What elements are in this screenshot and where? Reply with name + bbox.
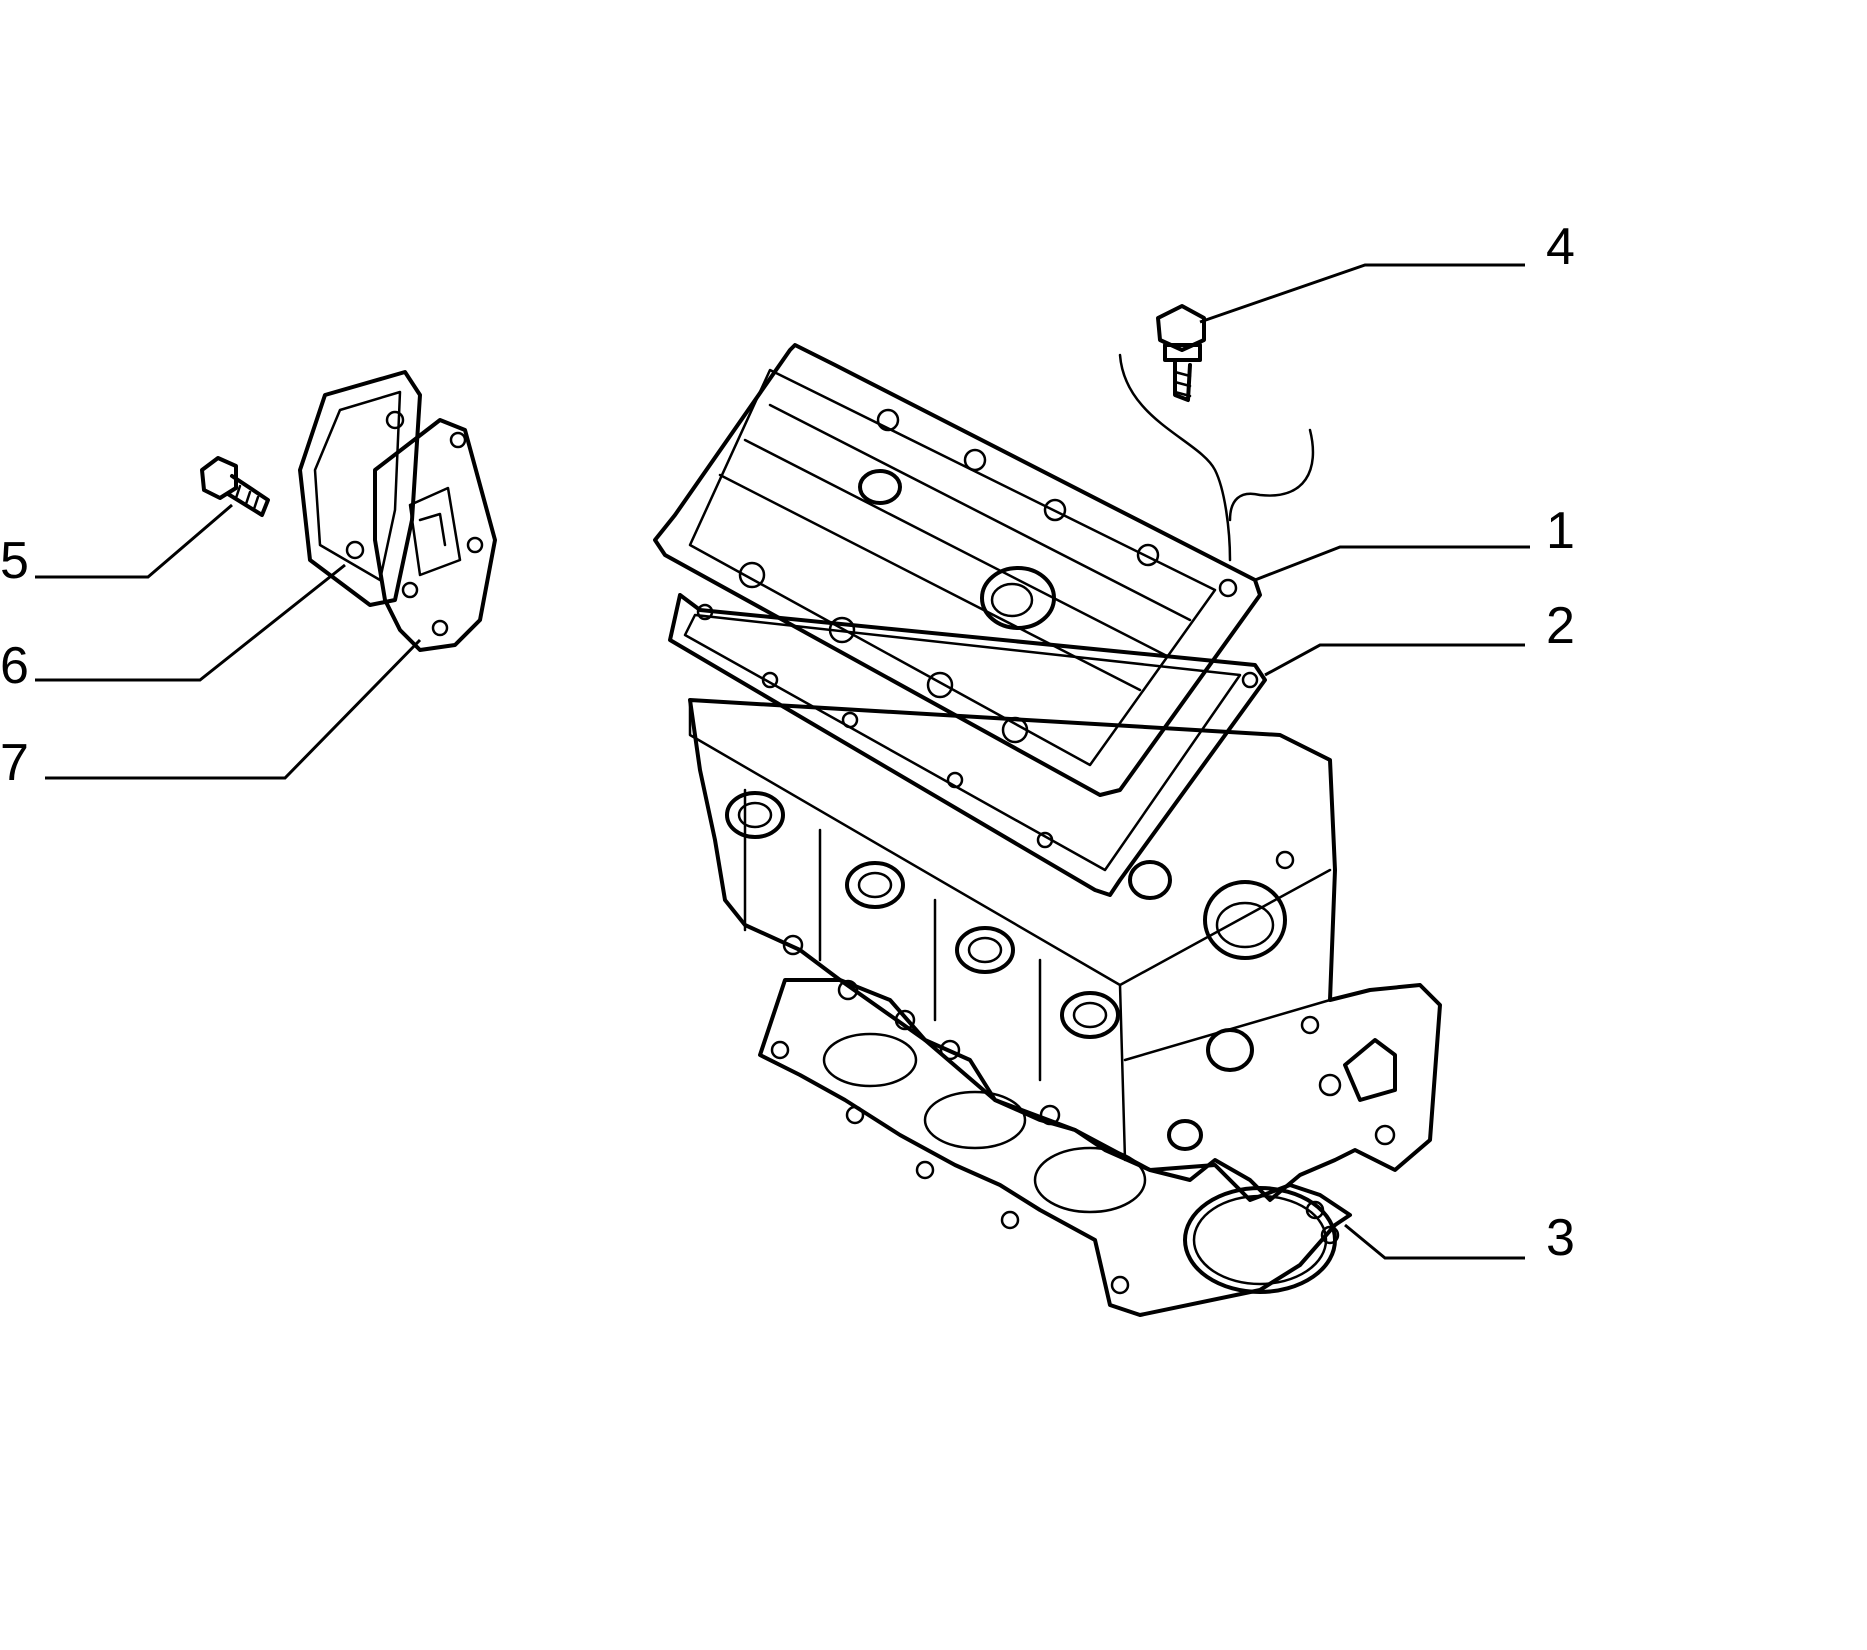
leader-1 — [1254, 545, 1530, 582]
leader-6 — [35, 563, 346, 682]
leader-7 — [45, 638, 422, 780]
callout-2: 2 — [1546, 597, 1575, 655]
cylinder-head — [688, 698, 1442, 1202]
callout-6: 6 — [0, 637, 29, 695]
callout-4: 4 — [1546, 218, 1575, 276]
leader-5 — [35, 503, 233, 579]
callout-1: 1 — [1546, 502, 1575, 560]
callout-5: 5 — [0, 532, 29, 590]
leader-3 — [1344, 1223, 1525, 1260]
cover-bolt — [1118, 304, 1315, 562]
leader-lines — [35, 263, 1530, 1260]
callout-3: 3 — [1546, 1209, 1575, 1267]
leader-2 — [1264, 643, 1525, 677]
leader-4 — [1199, 263, 1525, 324]
plate-bolt — [200, 456, 270, 517]
head-gasket — [758, 978, 1352, 1317]
cam-cover-gasket — [668, 593, 1267, 897]
end-cover-plate — [298, 370, 422, 607]
callout-labels: 1 2 3 4 5 6 7 — [0, 218, 1575, 1267]
cam-cover — [653, 343, 1262, 797]
callout-7: 7 — [0, 734, 29, 792]
end-cover-gasket — [373, 418, 497, 652]
